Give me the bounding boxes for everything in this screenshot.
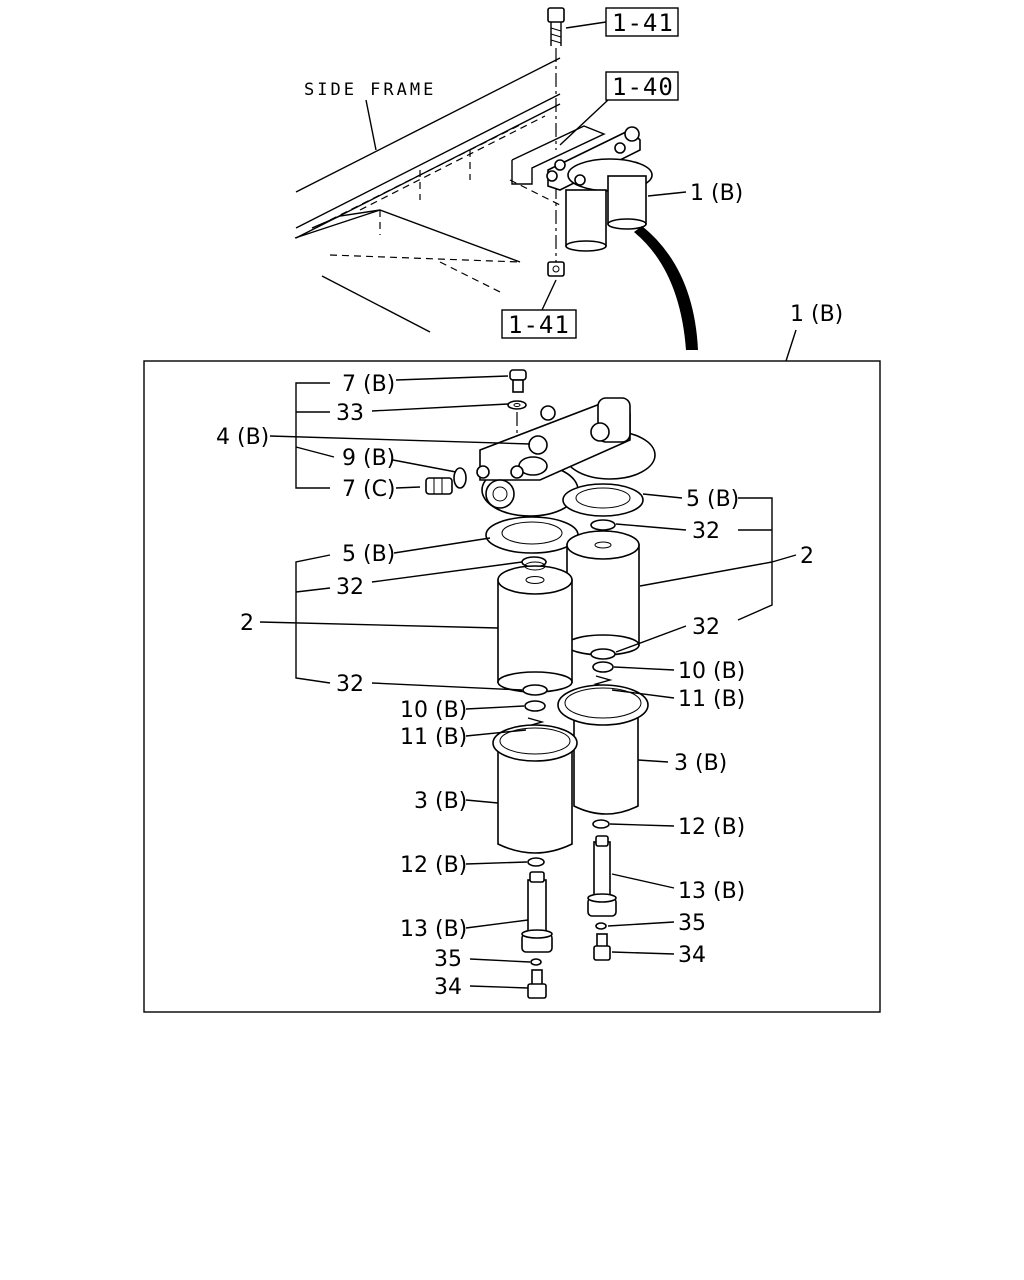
ring-10b-left-icon xyxy=(524,700,546,712)
ref-box-bracket xyxy=(605,71,679,101)
label-oring-12b-right[interactable]: 12 (B) xyxy=(678,815,745,840)
detail-frame xyxy=(143,360,881,1013)
bolt-7c-icon xyxy=(425,477,453,495)
label-washer-9b[interactable]: 9 (B) xyxy=(342,446,395,471)
detail-title-label: 1 (B) xyxy=(790,302,843,327)
label-bowl-3b-left[interactable]: 3 (B) xyxy=(414,789,467,814)
ref-box-top-bolt xyxy=(605,7,679,37)
washer-33-icon xyxy=(507,400,527,410)
overview-section: SIDE FRAME 1-41 1-40 xyxy=(294,7,743,350)
oring-12b-right-icon xyxy=(592,819,610,829)
stud-13b-left-icon xyxy=(521,871,553,953)
filter-head-drawing xyxy=(425,369,656,517)
side-frame-label: SIDE FRAME xyxy=(304,80,436,100)
label-group-2-left[interactable]: 2 xyxy=(240,611,254,636)
label-bolt-7c[interactable]: 7 (C) xyxy=(342,477,396,502)
side-frame-drawing xyxy=(294,57,561,333)
label-oring-12b-left[interactable]: 12 (B) xyxy=(400,853,467,878)
label-bowl-3b-right[interactable]: 3 (B) xyxy=(674,751,727,776)
ref-top-bolt[interactable]: 1-41 xyxy=(612,9,674,37)
label-stud-13b-right[interactable]: 13 (B) xyxy=(678,879,745,904)
label-ring-35-left[interactable]: 35 xyxy=(434,947,462,972)
cartridge-left-icon xyxy=(497,561,573,693)
seal-32-right-icon xyxy=(590,519,616,531)
ref-bottom-nut[interactable]: 1-41 xyxy=(508,311,570,339)
bolt-34-left-icon xyxy=(527,969,547,999)
ref-bracket[interactable]: 1-40 xyxy=(612,73,674,101)
bottom-nut-icon xyxy=(547,261,565,277)
ref-box-bottom-nut xyxy=(501,309,577,339)
leader-lines xyxy=(259,375,797,989)
label-seal-32-left-low[interactable]: 32 xyxy=(336,672,364,697)
screw-shank-icon xyxy=(512,379,524,393)
label-washer-33[interactable]: 33 xyxy=(336,401,364,426)
washer-9b-icon xyxy=(453,467,467,489)
label-spring-11b-left[interactable]: 11 (B) xyxy=(400,725,467,750)
ring-10b-right-icon xyxy=(592,661,614,673)
bowl-3b-left-icon xyxy=(492,724,578,854)
bowl-3b-right-icon xyxy=(557,684,649,815)
assembly-label: 1 (B) xyxy=(690,181,743,206)
filter-assembly-small-icon xyxy=(511,125,653,252)
label-ring-10b-left[interactable]: 10 (B) xyxy=(400,698,467,723)
label-ring-10b-right[interactable]: 10 (B) xyxy=(678,659,745,684)
label-gasket-5b-left[interactable]: 5 (B) xyxy=(342,542,395,567)
label-head-4b[interactable]: 4 (B) xyxy=(216,425,269,450)
label-stud-13b-left[interactable]: 13 (B) xyxy=(400,917,467,942)
gasket-5b-right-icon xyxy=(562,483,644,517)
screw-7b-icon xyxy=(509,369,527,381)
cartridge-right-icon xyxy=(566,530,640,656)
top-bolt-icon xyxy=(547,7,565,262)
label-screw-7b[interactable]: 7 (B) xyxy=(342,372,395,397)
label-bolt-34-left[interactable]: 34 xyxy=(434,975,462,1000)
label-seal-32-right-low[interactable]: 32 xyxy=(692,615,720,640)
label-group-2-right[interactable]: 2 xyxy=(800,544,814,569)
label-seal-32-left-top[interactable]: 32 xyxy=(336,575,364,600)
label-bolt-34-right[interactable]: 34 xyxy=(678,943,706,968)
label-ring-35-right[interactable]: 35 xyxy=(678,911,706,936)
detail-arrow-icon xyxy=(634,226,698,350)
label-gasket-5b-right[interactable]: 5 (B) xyxy=(686,487,739,512)
label-seal-32-right-top[interactable]: 32 xyxy=(692,519,720,544)
oring-12b-left-icon xyxy=(527,857,545,867)
stud-13b-right-icon xyxy=(587,835,617,917)
label-spring-11b-right[interactable]: 11 (B) xyxy=(678,687,745,712)
bolt-34-right-icon xyxy=(593,933,611,961)
